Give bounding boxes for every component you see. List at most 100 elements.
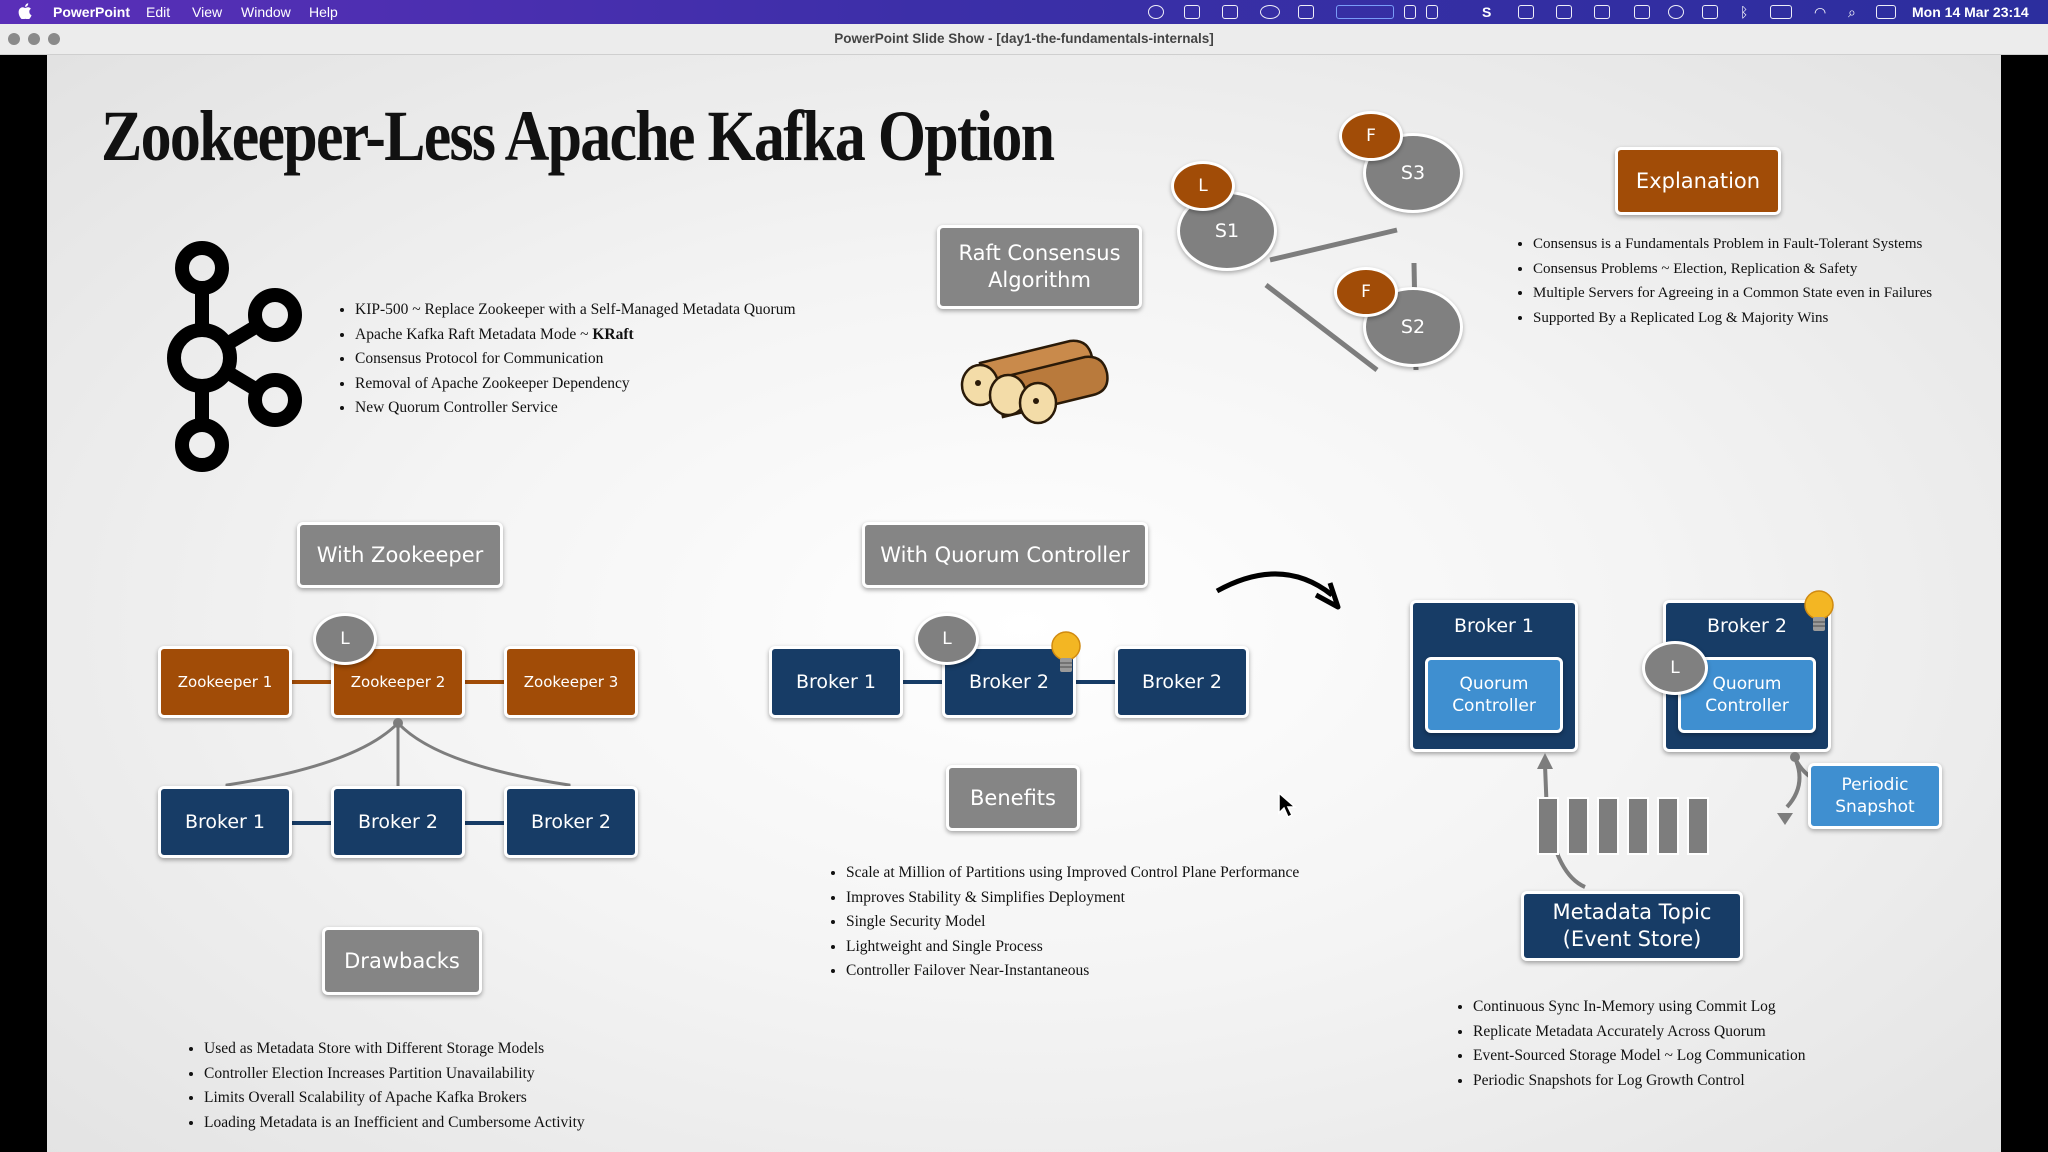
window-title: PowerPoint Slide Show - [day1-the-fundam… [834, 31, 1214, 46]
kip-bullet-list: KIP-500 ~ Replace Zookeeper with a Self-… [327, 298, 796, 421]
with-quorum-controller-label: With Quorum Controller [862, 522, 1148, 588]
menu-app-name[interactable]: PowerPoint [53, 4, 131, 20]
s-app-icon[interactable]: S [1482, 4, 1492, 20]
qc-leader-badge: L [915, 613, 979, 665]
slide-canvas[interactable]: Zookeeper-Less Apache Kafka Option KIP-5… [47, 55, 2001, 1152]
list-item: Supported By a Replicated Log & Majority… [1533, 306, 1932, 331]
status-icon-1[interactable] [1148, 5, 1164, 19]
list-item: Controller Failover Near-Instantaneous [846, 959, 1299, 984]
log-segment [1597, 797, 1619, 855]
meter-icon-1[interactable] [1404, 5, 1416, 19]
log-segment [1567, 797, 1589, 855]
kraft-bold-label: KRaft [592, 325, 634, 343]
menu-clock[interactable]: Mon 14 Mar 23:14 [1912, 4, 2029, 20]
qc-broker-link-2 [1075, 680, 1115, 684]
menu-edit[interactable]: Edit [146, 4, 171, 20]
raft-label-line2: Algorithm [988, 268, 1091, 292]
list-item-text: Apache Kafka Raft Metadata Mode ~ [355, 325, 593, 343]
menu-view[interactable]: View [192, 4, 223, 20]
qc-broker-1-box: Broker 1 [769, 646, 903, 718]
qc2-line1: Quorum [1712, 674, 1782, 694]
quorum-controller-1-box: Quorum Controller [1425, 657, 1563, 733]
metadata-topic-box: Metadata Topic (Event Store) [1521, 891, 1743, 961]
right-broker-1-label: Broker 1 [1453, 615, 1534, 637]
close-window-button[interactable] [8, 33, 20, 45]
commit-log-icon [1537, 797, 1709, 859]
activity-graph-icon[interactable] [1336, 5, 1394, 19]
zk-broker-link-2 [465, 821, 505, 825]
benefits-bullet-list: Scale at Million of Partitions using Imp… [818, 861, 1299, 984]
log-segment [1627, 797, 1649, 855]
window-title-bar: PowerPoint Slide Show - [day1-the-fundam… [0, 24, 2048, 55]
zk-broker-1-box: Broker 1 [158, 786, 292, 858]
apple-icon[interactable] [18, 3, 32, 19]
snapshot-line1: Periodic [1841, 775, 1909, 795]
kafka-logo-icon [167, 241, 302, 472]
menu-help[interactable]: Help [309, 4, 338, 20]
list-item: Controller Election Increases Partition … [204, 1062, 585, 1087]
minimize-window-button[interactable] [28, 33, 40, 45]
log-segment [1657, 797, 1679, 855]
list-item: Event-Sourced Storage Model ~ Log Commun… [1473, 1044, 1806, 1069]
lightbulb-icon [1051, 631, 1081, 672]
drawbacks-label: Drawbacks [322, 927, 482, 995]
list-item: Periodic Snapshots for Log Growth Contro… [1473, 1069, 1806, 1094]
qc-broker-3-box: Broker 2 [1115, 646, 1249, 718]
slide-title: Zookeeper-Less Apache Kafka Option [101, 96, 1055, 176]
raft-node-s1: S1 [1177, 191, 1277, 271]
search-icon[interactable]: ⌕ [1848, 4, 1856, 20]
list-item: Consensus Problems ~ Election, Replicati… [1533, 257, 1932, 282]
quorum-controller-2-box: Quorum Controller [1678, 657, 1816, 733]
puzzle-icon[interactable] [1556, 5, 1572, 19]
list-item: Scale at Million of Partitions using Imp… [846, 861, 1299, 886]
cloud-icon[interactable] [1260, 5, 1280, 19]
list-item: New Quorum Controller Service [355, 396, 796, 421]
menu-window[interactable]: Window [241, 4, 291, 20]
metadata-topic-line1: Metadata Topic [1552, 900, 1712, 924]
zk-broker-3-box: Broker 2 [504, 786, 638, 858]
benefits-label: Benefits [946, 765, 1080, 831]
qc-broker-link-1 [902, 680, 942, 684]
qc-broker-2-box: Broker 2 [942, 646, 1076, 718]
list-item: Apache Kafka Raft Metadata Mode ~ KRaft [355, 323, 796, 348]
status-icon-3[interactable] [1518, 5, 1534, 19]
lightbulb-icon [1804, 590, 1834, 631]
display-icon[interactable] [1298, 5, 1314, 19]
zk-link-2 [465, 680, 505, 684]
list-item: KIP-500 ~ Replace Zookeeper with a Self-… [355, 298, 796, 323]
wifi-icon[interactable]: ◠ [1814, 4, 1827, 20]
zk-leader-badge: L [313, 613, 377, 665]
battery-icon[interactable] [1770, 5, 1792, 19]
zk-link-1 [292, 680, 332, 684]
list-item: Lightweight and Single Process [846, 935, 1299, 960]
list-item: Consensus is a Fundamentals Problem in F… [1533, 232, 1932, 257]
list-item: Multiple Servers for Agreeing in a Commo… [1533, 281, 1932, 306]
raft-leader-badge: L [1171, 161, 1235, 211]
control-center-icon[interactable] [1876, 5, 1896, 19]
with-zookeeper-label: With Zookeeper [297, 522, 503, 588]
qc1-line2: Controller [1452, 696, 1536, 716]
zoom-window-button[interactable] [48, 33, 60, 45]
raft-follower-badge-s2: F [1334, 267, 1398, 317]
drawbacks-bullet-list: Used as Metadata Store with Different St… [176, 1037, 585, 1135]
meter-icon-2[interactable] [1426, 5, 1438, 19]
calendar-icon[interactable] [1222, 5, 1238, 19]
grid-icon[interactable] [1594, 5, 1610, 19]
status-icon-2[interactable] [1184, 5, 1200, 19]
qc2-line2: Controller [1705, 696, 1789, 716]
play-icon[interactable] [1668, 5, 1684, 19]
zookeeper-1-box: Zookeeper 1 [158, 646, 292, 718]
right-leader-badge: L [1642, 641, 1708, 695]
explanation-bullet-list: Consensus is a Fundamentals Problem in F… [1505, 232, 1932, 330]
metadata-bullet-list: Continuous Sync In-Memory using Commit L… [1445, 995, 1806, 1093]
status-icon-4[interactable] [1634, 5, 1650, 19]
bluetooth-icon[interactable]: ᛒ [1740, 4, 1749, 20]
qc1-line1: Quorum [1459, 674, 1529, 694]
cursor-icon [1278, 791, 1297, 819]
logs-icon [960, 339, 1109, 425]
screen-mirror-icon[interactable] [1702, 5, 1718, 19]
list-item: Loading Metadata is an Inefficient and C… [204, 1111, 585, 1136]
list-item: Replicate Metadata Accurately Across Quo… [1473, 1020, 1806, 1045]
snapshot-line2: Snapshot [1835, 797, 1915, 817]
list-item: Limits Overall Scalability of Apache Kaf… [204, 1086, 585, 1111]
